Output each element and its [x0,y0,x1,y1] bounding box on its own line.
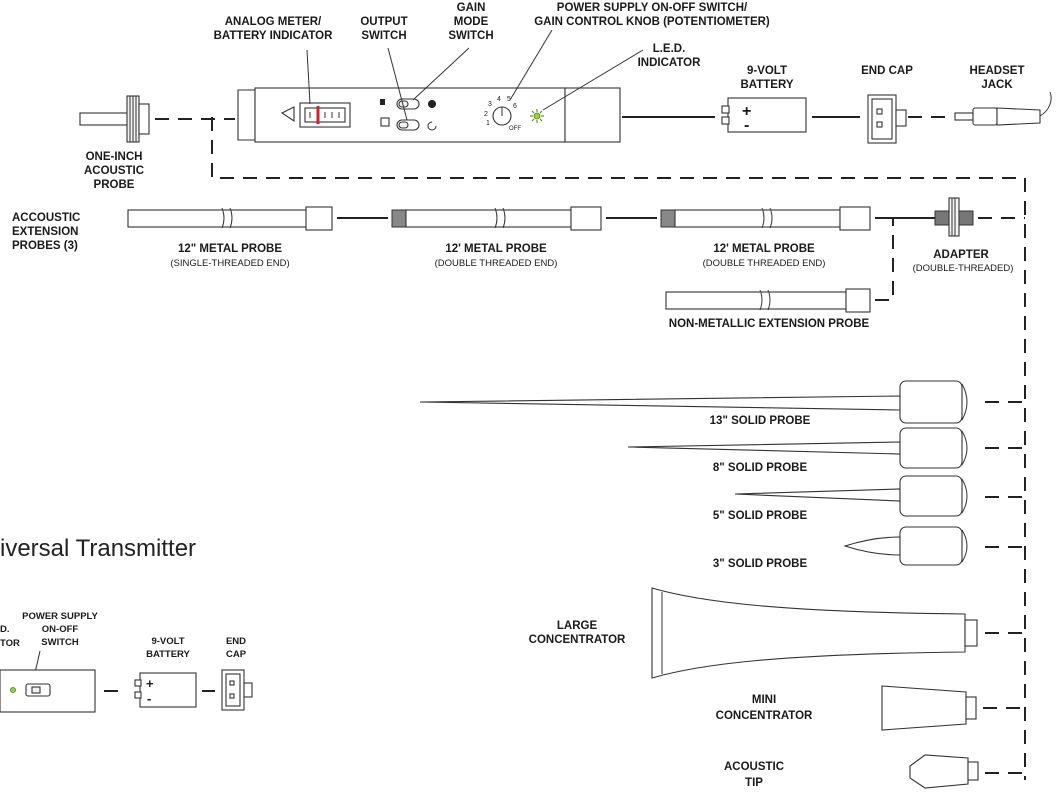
label-output-switch: SWITCH [361,30,406,42]
label-inset-battery: 9-VOLT [151,636,184,647]
label-one-inch: PROBE [94,179,135,191]
label-nonmetal: NON-METALLIC EXTENSION PROBE [669,318,870,330]
label-extension-probes: PROBES (3) [12,240,78,252]
label-gain-mode: SWITCH [448,30,493,42]
solid-probe-8 [627,427,968,469]
metal-probe-double-1 [391,206,602,231]
label-probe2: 12' METAL PROBE [445,243,547,255]
inset-end-cap [221,669,253,711]
large-concentrator [651,587,978,679]
non-metallic-probe [665,288,871,313]
callout-line [306,49,311,105]
label-analog-meter: BATTERY INDICATOR [214,30,334,42]
label-extension-probes: ACCOUSTIC [12,212,80,224]
inset-transmitter-body [0,669,96,713]
label-inset-battery: BATTERY [146,649,190,660]
label-mini-concentrator: MINI [752,694,776,706]
knob-tick: 3 [488,101,492,108]
speaker-icon [380,117,390,127]
callout-line [412,47,470,101]
label-inset-endcap: CAP [226,649,247,660]
end-cap [867,94,907,144]
label-power-gain: POWER SUPPLY ON-OFF SWITCH/ [557,2,748,14]
label-inset-led: TOR [0,638,20,649]
label-acoustic-tip: TIP [745,777,763,789]
label-inset-power: ON-OFF [42,624,79,635]
mini-concentrator [881,685,977,731]
led-indicator-icon [530,109,544,123]
solid-probe-3 [843,526,968,566]
label-probe1-sub: (SINGLE-THREADED END) [170,258,289,269]
label-one-inch: ONE-INCH [86,151,143,163]
label-adapter-sub: (DOUBLE-THREADED) [913,263,1014,274]
battery-plus: + [742,103,751,120]
label-led: INDICATOR [638,57,702,69]
solid-probe-5 [734,475,968,517]
battery-minus: - [744,117,749,134]
label-inset-endcap: END [226,636,246,647]
label-large-concentrator: LARGE [557,620,598,632]
inset-led-icon [10,687,16,693]
callout-line [509,29,553,101]
gain-low-icon [380,99,385,105]
label-headset: HEADSET [970,65,1025,77]
label-battery: BATTERY [740,79,793,91]
label-power-gain: GAIN CONTROL KNOB (POTENTIOMETER) [534,16,770,28]
label-adapter: ADAPTER [933,249,989,261]
label-battery: 9-VOLT [747,65,787,77]
battery-minus: - [147,691,151,706]
metal-probe-double-2 [660,206,871,231]
label-acoustic-tip: ACOUSTIC [724,761,784,773]
label-solid3: 3" SOLID PROBE [713,558,808,570]
knob-tick: 2 [484,111,488,118]
solid-probe-13 [419,380,968,424]
callout-line [387,47,408,121]
label-gain-mode: GAIN [457,2,486,14]
label-probe3: 12' METAL PROBE [713,243,815,255]
label-gain-mode: MODE [454,16,489,28]
label-headset: JACK [981,79,1013,91]
page-title: iversal Transmitter [0,535,196,562]
label-probe3-sub: (DOUBLE THREADED END) [703,258,826,269]
one-inch-acoustic-probe [79,95,150,143]
label-extension-probes: EXTENSION [12,226,78,238]
inset-battery: + - [134,672,197,708]
knob-tick: 1 [486,120,490,127]
label-mini-concentrator: CONCENTRATOR [716,710,813,722]
label-inset-led: D. [0,624,10,635]
label-probe2-sub: (DOUBLE THREADED END) [435,258,558,269]
label-solid5: 5" SOLID PROBE [713,510,808,522]
headphone-icon [427,121,437,131]
adapter [934,197,974,237]
label-analog-meter: ANALOG METER/ [225,16,322,28]
acoustic-tip [909,754,979,789]
battery-plus: + [146,676,154,691]
label-large-concentrator: CONCENTRATOR [529,634,626,646]
label-solid13: 13" SOLID PROBE [710,415,811,427]
nine-volt-battery: + - [721,97,807,134]
label-end-cap: END CAP [861,65,913,77]
transmitter-body: 1 2 3 4 5 6 OFF [237,87,621,143]
knob-tick: 4 [497,96,501,103]
dashed-bus [211,117,1026,780]
label-led: L.E.D. [653,43,686,55]
label-inset-power: SWITCH [41,637,79,648]
callout-line [542,49,644,111]
label-inset-power: POWER SUPPLY [22,611,98,622]
knob-tick: 5 [507,96,511,103]
label-one-inch: ACOUSTIC [84,165,144,177]
label-probe1: 12" METAL PROBE [178,243,282,255]
gain-high-icon [428,100,436,108]
headset-jack [954,91,1052,126]
connector-line [875,218,894,301]
label-output-switch: OUTPUT [360,16,407,28]
knob-tick: OFF [509,126,521,132]
metal-probe-single [127,206,333,231]
knob-tick: 6 [513,103,517,110]
label-solid8: 8" SOLID PROBE [713,462,808,474]
